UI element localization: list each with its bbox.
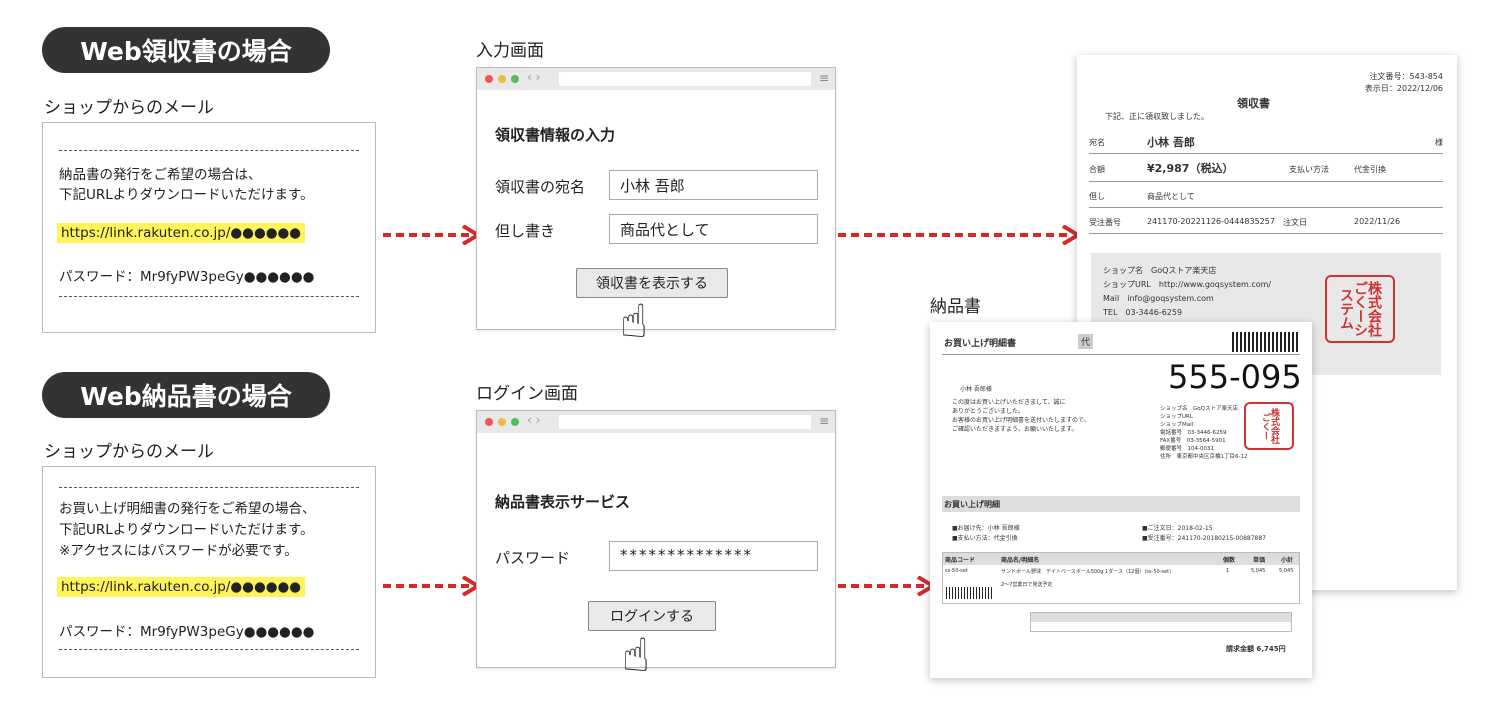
customer-name: 小林 吾郎様 xyxy=(960,386,992,393)
recipient-name-input[interactable]: 小林 吾郎 xyxy=(609,170,818,200)
form-title: 領収書情報の入力 xyxy=(495,126,616,144)
barcode-icon xyxy=(1232,332,1300,352)
arrow-right-icon xyxy=(383,576,482,596)
section-bar: お買い上げ明細 xyxy=(942,496,1300,512)
screen-label: 入力画面 xyxy=(476,41,544,61)
login-window: ‹ ›≡ 納品書表示サービス パスワード ************** ログイン… xyxy=(476,410,836,668)
invoice-case-title: Web納品書の場合 xyxy=(42,372,330,418)
order-id: 241170-20221126-0444835257 xyxy=(1147,217,1275,226)
greeting-line: この度はお買い上げいただきまして、誠に xyxy=(952,399,1066,406)
password-text: パスワード：Mr9fyPW3peGy●●●●●● xyxy=(59,624,315,640)
shop-line: ショップMail xyxy=(1160,422,1194,428)
barcode-icon xyxy=(946,587,994,599)
mail-line: 下記URLよりダウンロードいただけます。 xyxy=(59,187,314,203)
table-header: 商品コード xyxy=(945,557,976,564)
shop-line: 郵便番号 104-0031 xyxy=(1160,446,1214,452)
password-input[interactable]: ************** xyxy=(609,541,818,571)
table-header: 商品名/明細名 xyxy=(1001,557,1040,564)
label: 注文日 xyxy=(1283,218,1307,227)
company-seal: 株式会社ごくー xyxy=(1244,402,1294,450)
shop-line: TEL 03-3446-6259 xyxy=(1103,308,1183,317)
hand-cursor-icon: ☝ xyxy=(620,294,649,348)
mail-line: 納品書の発行をご希望の場合は、 xyxy=(59,167,262,183)
label: 但し xyxy=(1089,192,1105,201)
shop-line: 電話番号 03-3446-6259 xyxy=(1160,430,1227,436)
row-note: 2〜7営業日で発送予定 xyxy=(1001,582,1053,588)
cod-badge: 代 xyxy=(1078,334,1094,349)
greeting-line: ありがとうございました。 xyxy=(952,408,1025,415)
section-title: お買い上げ明細 xyxy=(944,500,1000,509)
mail-label: ショップからのメール xyxy=(44,442,214,462)
screen-label: ログイン画面 xyxy=(476,384,578,404)
shop-line: ショップURL xyxy=(1160,414,1193,420)
shop-line: 住所 東京都中央区京橋1丁目6-12 xyxy=(1160,454,1248,460)
order-number: 注文番号：543-854 xyxy=(1369,72,1443,81)
table-cell: ss-50-set xyxy=(945,568,968,574)
greeting-line: ご確認いただきますよう、お願いいたします。 xyxy=(952,426,1078,433)
totals-table xyxy=(1030,612,1292,632)
info-line: ■受注番号：241170-20180215-00887887 xyxy=(1142,535,1266,542)
company-seal: 株式会社ごくーシステム xyxy=(1325,275,1395,343)
table-cell: 5,045 xyxy=(1251,568,1266,574)
password-text: パスワード：Mr9fyPW3peGy●●●●●● xyxy=(59,269,315,285)
proviso-input[interactable]: 商品代として xyxy=(609,214,818,244)
shop-line: ショップ名 GoQストア楽天店 xyxy=(1103,266,1217,275)
table-header: 個数 xyxy=(1223,557,1236,564)
show-receipt-button[interactable]: 領収書を表示する xyxy=(576,268,728,298)
recipient-name: 小林 吾郎 xyxy=(1147,136,1195,149)
table-header: 小計 xyxy=(1281,557,1294,564)
table-cell: 5,045 xyxy=(1279,568,1294,574)
shop-line: ショップURL http://www.goqsystem.com/ xyxy=(1103,280,1272,289)
items-table: 商品コード 商品名/明細名 個数 単価 小計 ss-50-set サンドボール野… xyxy=(942,552,1300,604)
invoice-label: 納品書 xyxy=(930,297,981,317)
login-button[interactable]: ログインする xyxy=(588,601,716,631)
download-link[interactable]: https://link.rakuten.co.jp/●●●●●● xyxy=(57,577,306,597)
receipt-case-title: Web領収書の場合 xyxy=(42,27,330,73)
table-header: 単価 xyxy=(1253,557,1266,564)
payment-method: 代金引換 xyxy=(1354,165,1386,174)
display-date: 表示日：2022/12/06 xyxy=(1364,84,1443,93)
field-label: 領収書の宛名 xyxy=(495,178,586,196)
hand-cursor-icon: ☝ xyxy=(622,628,651,682)
arrow-right-icon xyxy=(838,576,937,596)
invoice-document: お買い上げ明細書 代 555-095 小林 吾郎様 この度はお買い上げいただきま… xyxy=(930,322,1312,678)
info-line: ■支払い方法：代金引換 xyxy=(952,535,1018,542)
shop-line: ショップ名 GoQストア楽天店 xyxy=(1160,406,1238,412)
receipt-input-window: ‹ ›≡ 領収書情報の入力 領収書の宛名 小林 吾郎 但し書き 商品代として 領… xyxy=(476,67,836,330)
order-date: 2022/11/26 xyxy=(1354,217,1401,226)
amount: ¥2,987（税込） xyxy=(1147,162,1234,175)
proviso: 商品代として xyxy=(1147,192,1195,201)
mail-label: ショップからのメール xyxy=(44,98,214,118)
field-label: パスワード xyxy=(495,549,571,567)
download-link[interactable]: https://link.rakuten.co.jp/●●●●●● xyxy=(57,223,306,243)
table-cell: サンドボール野球 デイトベースボール500g 1ダース（12個）(ss-50-s… xyxy=(1001,569,1172,575)
invoice-title: お買い上げ明細書 xyxy=(944,339,1017,349)
shop-line: FAX番号 03-3564-5901 xyxy=(1160,438,1226,444)
info-line: ■ご注文日：2018-02-15 xyxy=(1142,525,1213,532)
form-title: 納品書表示サービス xyxy=(495,493,631,511)
arrow-right-icon xyxy=(838,225,1082,245)
receipt-note: 下記、正に領収致しました。 xyxy=(1105,112,1209,121)
label: 宛名 xyxy=(1089,138,1105,147)
billing-total: 請求金額 6,745円 xyxy=(1226,645,1286,653)
mail-line: ※アクセスにはパスワードが必要です。 xyxy=(59,543,298,559)
info-line: ■お届け先：小林 吾郎様 xyxy=(952,525,1020,532)
mail-line: 下記URLよりダウンロードいただけます。 xyxy=(59,522,314,538)
label: 受注番号 xyxy=(1089,218,1121,227)
label: 合額 xyxy=(1089,165,1105,174)
receipt-title: 領収書 xyxy=(1237,97,1270,110)
label: 支払い方法 xyxy=(1289,165,1329,174)
greeting-line: お客様のお買い上げ明細書を送付いたしますので、 xyxy=(952,417,1090,424)
receipt-email: 納品書の発行をご希望の場合は、 下記URLよりダウンロードいただけます。 htt… xyxy=(42,122,376,333)
invoice-email: お買い上げ明細書の発行をご希望の場合、 下記URLよりダウンロードいただけます。… xyxy=(42,466,376,678)
invoice-number: 555-095 xyxy=(1168,358,1302,396)
field-label: 但し書き xyxy=(495,222,556,240)
arrow-right-icon xyxy=(383,225,482,245)
shop-line: Mail info@goqsystem.com xyxy=(1103,294,1214,303)
honorific: 様 xyxy=(1435,138,1443,147)
table-cell: 1 xyxy=(1226,568,1230,574)
mail-line: お買い上げ明細書の発行をご希望の場合、 xyxy=(59,501,316,517)
